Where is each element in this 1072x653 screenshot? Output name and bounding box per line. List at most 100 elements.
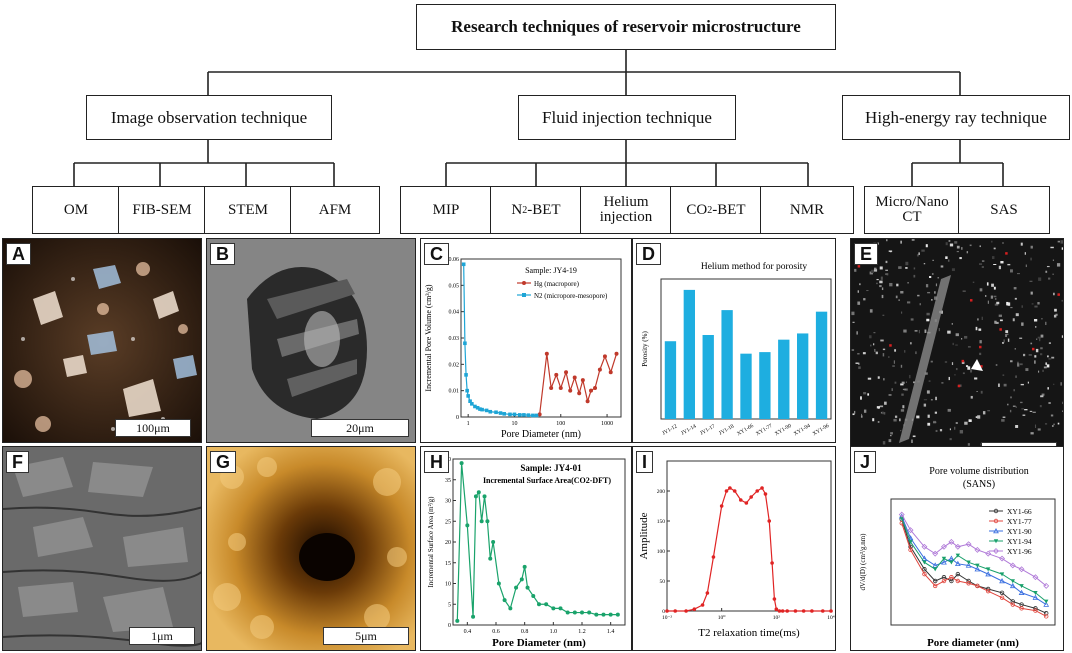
x-tick-label: 10⁰: [718, 614, 727, 621]
data-point: [941, 559, 947, 565]
ct-grain: [876, 406, 881, 409]
ct-grain: [967, 346, 971, 348]
ct-grain: [1034, 355, 1037, 358]
ct-grain: [1014, 297, 1017, 300]
data-point: [558, 386, 563, 391]
ct-grain: [852, 321, 855, 323]
x-axis-label: T2 relaxation time(ms): [698, 627, 800, 639]
ct-grain: [1035, 326, 1037, 328]
ct-grain: [967, 366, 971, 370]
ct-grain: [945, 256, 948, 259]
data-point: [749, 495, 753, 499]
ct-grain: [1038, 370, 1040, 373]
data-point: [455, 618, 460, 623]
chart-title: Helium method for porosity: [701, 261, 808, 272]
data-point: [700, 603, 705, 607]
panel-label-f: F: [6, 451, 29, 473]
data-point: [544, 351, 549, 356]
ct-grain: [1022, 353, 1026, 357]
ct-grain: [873, 332, 876, 334]
sem-texture: [207, 239, 415, 442]
ct-grain: [1052, 259, 1055, 261]
ct-grain: [938, 327, 940, 332]
ct-grain: [962, 372, 965, 375]
ct-grain: [951, 268, 955, 272]
x-tick-label: JY1-17: [699, 423, 716, 436]
data-point: [1010, 599, 1015, 604]
series-line: [901, 514, 1047, 587]
data-point: [955, 578, 961, 584]
ct-grain: [924, 329, 927, 333]
ct-grain: [898, 266, 902, 269]
chart-subtitle: Incremental Surface Area(CO2-DFT): [483, 476, 611, 485]
ct-grain: [902, 405, 905, 409]
legend-label: XY1-96: [1007, 547, 1032, 556]
ct-bright-grain: [971, 359, 983, 371]
data-point: [908, 540, 913, 545]
ct-grain: [1051, 425, 1054, 427]
data-point: [531, 593, 536, 598]
ct-grain: [900, 364, 903, 368]
legend-label: XY1-77: [1007, 517, 1032, 526]
ct-grain: [1062, 401, 1063, 405]
ct-grain: [900, 383, 904, 386]
ct-grain: [901, 393, 904, 396]
ct-grain: [886, 239, 888, 242]
ct-grain: [1037, 428, 1041, 431]
ct-grain: [1052, 273, 1054, 275]
data-point: [673, 609, 678, 613]
ct-grain: [1054, 308, 1057, 312]
legend-label: XY1-66: [1007, 507, 1032, 516]
ct-grain: [1040, 347, 1043, 350]
y-tick-label: 0.02: [449, 362, 460, 368]
ct-grain: [934, 291, 936, 294]
data-point: [780, 609, 785, 613]
data-point: [993, 527, 999, 534]
y-tick-label: 5: [448, 602, 451, 608]
data-point: [777, 609, 782, 613]
data-point: [593, 386, 598, 391]
ct-grain: [979, 288, 983, 292]
ct-grain: [979, 245, 981, 248]
panel-label-g: G: [210, 451, 237, 473]
data-point: [463, 341, 467, 346]
data-point: [993, 518, 999, 524]
data-point: [955, 571, 961, 577]
data-point: [801, 609, 806, 613]
ct-grain: [949, 438, 952, 441]
data-point: [932, 583, 938, 589]
data-point: [488, 556, 493, 561]
ct-grain: [1061, 335, 1063, 338]
data-point: [922, 571, 927, 577]
ct-grain: [873, 343, 875, 346]
data-point: [594, 612, 599, 617]
x-tick-label: 0.6: [492, 629, 500, 635]
y-axis-label: Incremental Surface Area (m²/g): [427, 496, 435, 588]
data-point: [468, 399, 472, 403]
panel-label-e: E: [854, 243, 879, 265]
ct-pore: [857, 265, 861, 268]
data-point: [475, 405, 480, 410]
ct-grain: [982, 411, 986, 415]
x-tick-label: 0.8: [521, 629, 529, 635]
ct-grain: [909, 342, 912, 345]
ct-grain: [1034, 360, 1036, 364]
data-point: [1019, 606, 1024, 611]
bar: [664, 341, 677, 419]
ct-grain: [995, 364, 998, 366]
ct-grain: [1000, 261, 1004, 264]
ct-pore: [957, 384, 961, 388]
ct-grain: [1042, 369, 1044, 372]
ct-grain: [921, 249, 925, 252]
ct-pore: [1057, 293, 1060, 296]
ct-grain: [925, 244, 928, 248]
ct-grain: [881, 294, 884, 299]
ct-grain: [935, 429, 938, 432]
data-point: [1043, 601, 1050, 607]
ct-grain: [955, 344, 958, 346]
ct-grain: [927, 422, 931, 426]
panel-label-c: C: [424, 243, 449, 265]
data-point: [954, 543, 961, 550]
ct-grain: [981, 316, 983, 321]
data-point: [502, 598, 507, 603]
